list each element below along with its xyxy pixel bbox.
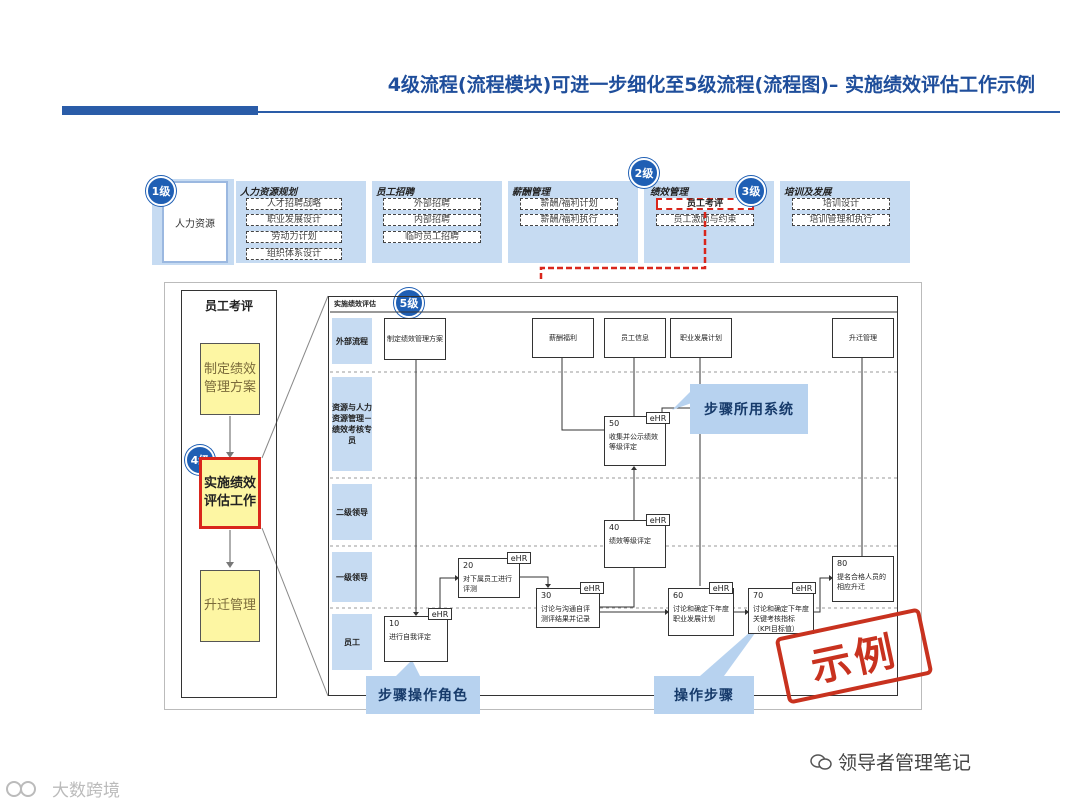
level1-main-label: 人力资源 [175, 218, 215, 230]
level4-step-plan: 制定绩效管理方案 [200, 343, 260, 415]
module-title: 培训及发展 [784, 187, 832, 198]
level4-column [181, 290, 277, 698]
page-title: 4级流程(流程模块)可进一步细化至5级流程(流程图)– 实施绩效评估工作示例 [387, 74, 1035, 96]
level-3-badge: 3级 [736, 176, 766, 206]
ehr-tag: eHR [792, 582, 816, 594]
external-process: 员工信息 [604, 318, 666, 358]
header-bar-thin [258, 111, 1060, 113]
level4-title: 员工考评 [204, 299, 253, 313]
external-process: 职业发展计划 [670, 318, 732, 358]
ehr-tag: eHR [580, 582, 604, 594]
external-process: 制定绩效管理方案 [384, 318, 446, 360]
external-process: 薪酬福利 [532, 318, 594, 358]
module-title: 员工招聘 [376, 187, 415, 198]
level-1-badge: 1级 [146, 176, 176, 206]
level-5-badge: 5级 [394, 288, 424, 318]
module-item: 薪酬/福利计划 [520, 198, 618, 210]
ehr-tag: eHR [646, 514, 670, 526]
module-item: 培训管理和执行 [792, 214, 890, 226]
module-item: 人才招聘战略 [246, 198, 342, 210]
watermark-right-text: 领导者管理笔记 [838, 752, 972, 774]
lane-label-employee: 员工 [332, 614, 372, 670]
callout-step-role: 步骤操作角色 [366, 676, 480, 714]
module-item: 职业发展设计 [246, 214, 342, 226]
module-item: 内部招聘 [383, 214, 481, 226]
level4-step-evaluate: 实施绩效评估工作 [199, 457, 261, 529]
logo-icon [4, 779, 46, 799]
callout-step: 操作步骤 [654, 676, 754, 714]
lane-label-hr-specialist: 资源与人力资源管理－绩效考核专员 [332, 377, 372, 471]
wechat-icon [810, 753, 832, 771]
callout-step-system: 步骤所用系统 [690, 384, 808, 434]
level-2-badge: 2级 [629, 158, 659, 188]
lane-label-first-leader: 一级领导 [332, 552, 372, 602]
module-item: 培训设计 [792, 198, 890, 210]
module-title: 薪酬管理 [512, 187, 551, 198]
external-process: 升迁管理 [832, 318, 894, 358]
module-title: 人力资源规划 [240, 187, 298, 198]
ehr-tag: eHR [507, 552, 531, 564]
watermark-right: 领导者管理笔记 [810, 748, 971, 775]
watermark-left-text: 大数跨境 [52, 781, 120, 801]
ehr-tag: eHR [709, 582, 733, 594]
module-item: 薪酬/福利执行 [520, 214, 618, 226]
module-item: 劳动力计划 [246, 231, 342, 243]
level4-step-promotion: 升迁管理 [200, 570, 260, 642]
lane-label-second-leader: 二级领导 [332, 484, 372, 540]
module-item: 外部招聘 [383, 198, 481, 210]
module-item: 组织体系设计 [246, 248, 342, 260]
flowchart-title: 实施绩效评估 [334, 300, 376, 308]
header-bar-thick [62, 106, 258, 115]
ehr-tag: eHR [646, 412, 670, 424]
module-title: 绩效管理 [650, 187, 689, 198]
diagram-outer-frame [164, 282, 922, 710]
watermark-left: 大数跨境 [4, 776, 120, 801]
level5-flowchart [328, 296, 898, 696]
ehr-tag: eHR [428, 608, 452, 620]
lane-label-external: 外部流程 [332, 318, 372, 364]
module-item: 临时员工招聘 [383, 231, 481, 243]
